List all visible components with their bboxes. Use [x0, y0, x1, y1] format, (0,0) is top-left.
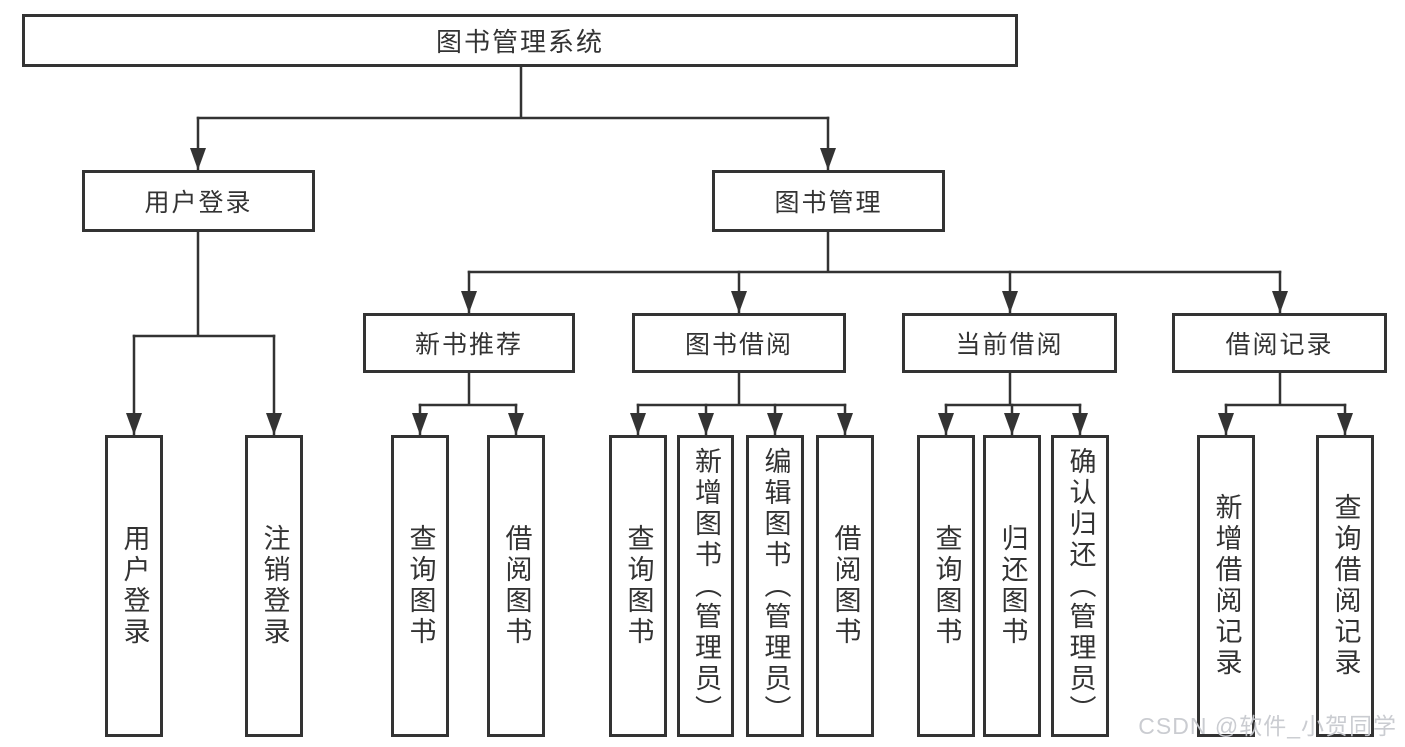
leaf-nbr-query-books: 查询图书	[391, 435, 449, 737]
node-borrowing-records: 借阅记录	[1172, 313, 1387, 373]
node-new-book-recommendation: 新书推荐	[363, 313, 575, 373]
node-root: 图书管理系统	[22, 14, 1018, 67]
node-current-borrowing: 当前借阅	[902, 313, 1117, 373]
leaf-user-login: 用户登录	[105, 435, 163, 737]
leaf-br-query-borrow-record: 查询借阅记录	[1316, 435, 1374, 737]
leaf-cb-confirm-return-admin: 确认归还（管理员）	[1051, 435, 1109, 737]
leaf-br-add-borrow-record: 新增借阅记录	[1197, 435, 1255, 737]
leaf-logout-login: 注销登录	[245, 435, 303, 737]
leaf-bb-edit-book-admin: 编辑图书（管理员）	[746, 435, 804, 737]
leaf-cb-return-books: 归还图书	[983, 435, 1041, 737]
node-book-management: 图书管理	[712, 170, 945, 232]
leaf-bb-query-books: 查询图书	[609, 435, 667, 737]
node-book-borrowing: 图书借阅	[632, 313, 846, 373]
watermark-text: CSDN @软件_小贺同学	[1138, 713, 1397, 739]
leaf-bb-add-book-admin: 新增图书（管理员）	[677, 435, 734, 737]
leaf-cb-query-books: 查询图书	[917, 435, 975, 737]
node-user-login: 用户登录	[82, 170, 315, 232]
leaf-nbr-borrow-books: 借阅图书	[487, 435, 545, 737]
leaf-bb-borrow-books: 借阅图书	[816, 435, 874, 737]
